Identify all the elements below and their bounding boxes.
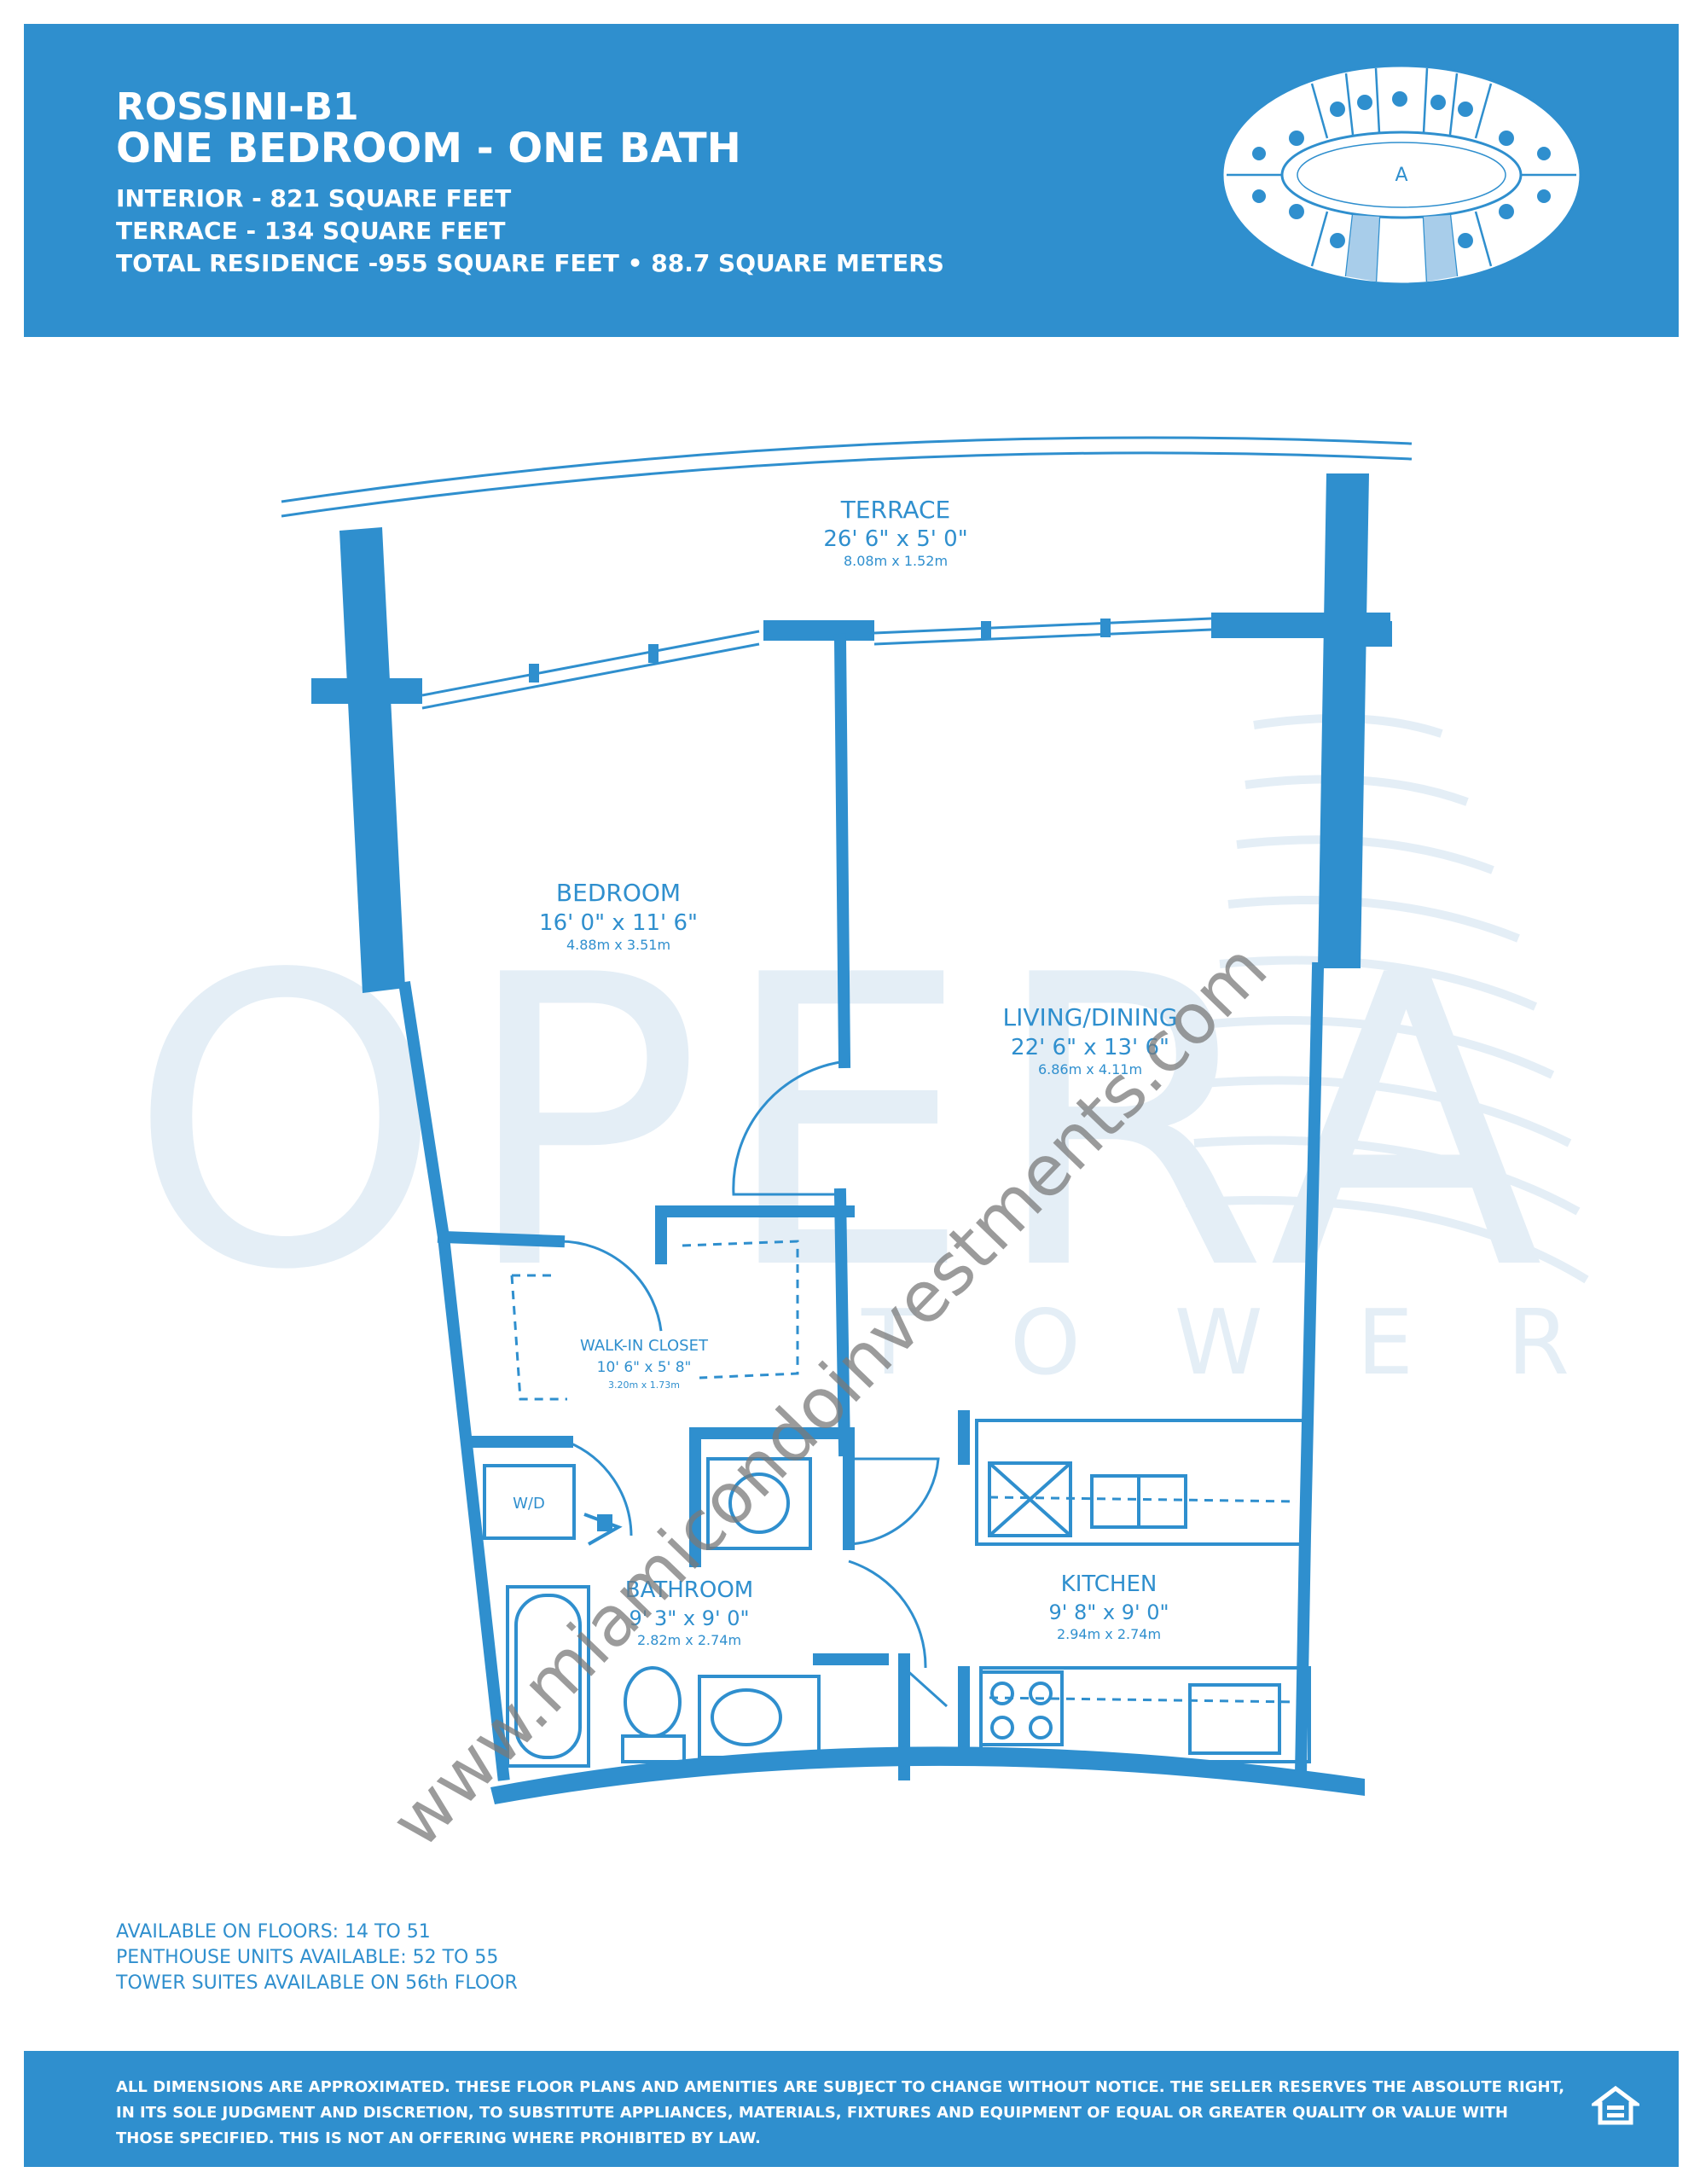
closet-dims: 10' 6" x 5' 8" (597, 1359, 692, 1376)
key-plan-label: A (1395, 165, 1407, 186)
equal-housing-icon (1592, 2085, 1639, 2125)
bedroom-dims: 16' 0" x 11' 6" (539, 910, 698, 936)
footer-band: ALL DIMENSIONS ARE APPROXIMATED. THESE F… (24, 2051, 1679, 2167)
terrace-dims: 26' 6" x 5' 0" (823, 526, 967, 552)
terrace-area: TERRACE - 134 SQUARE FEET (116, 217, 506, 245)
closet-label: WALK-IN CLOSET (580, 1337, 709, 1355)
interior-area: INTERIOR - 821 SQUARE FEET (116, 184, 512, 212)
key-plan: A (1221, 64, 1582, 286)
terrace-label: TERRACE (840, 496, 950, 524)
availability-penthouse: PENTHOUSE UNITS AVAILABLE: 52 TO 55 (116, 1947, 499, 1968)
availability-floors: AVAILABLE ON FLOORS: 14 TO 51 (116, 1921, 431, 1943)
header-band: ROSSINI-B1 ONE BEDROOM - ONE BATH INTERI… (24, 24, 1679, 337)
bedroom-metric: 4.88m x 3.51m (566, 937, 670, 953)
bathroom-label: BATHROOM (625, 1577, 753, 1603)
terrace-metric: 8.08m x 1.52m (844, 553, 948, 569)
bedroom-label: BEDROOM (556, 879, 681, 907)
living-metric: 6.86m x 4.11m (1038, 1061, 1142, 1077)
model-name: ROSSINI-B1 (116, 85, 359, 129)
bathroom-metric: 2.82m x 2.74m (637, 1632, 741, 1648)
watermark-sub: TOWER (861, 1291, 1663, 1395)
total-area: TOTAL RESIDENCE -955 SQUARE FEET • 88.7 … (116, 249, 944, 277)
disclaimer-text: ALL DIMENSIONS ARE APPROXIMATED. THESE F… (116, 2078, 1565, 2147)
availability-suites: TOWER SUITES AVAILABLE ON 56th FLOOR (116, 1972, 518, 1994)
bathroom-dims: 9' 3" x 9' 0" (629, 1606, 749, 1630)
unit-type: ONE BEDROOM - ONE BATH (116, 125, 741, 172)
living-label: LIVING/DINING (1002, 1003, 1177, 1031)
kitchen-metric: 2.94m x 2.74m (1057, 1626, 1161, 1642)
living-dims: 22' 6" x 13' 6" (1011, 1035, 1169, 1060)
washer-dryer-label: W/D (513, 1495, 545, 1513)
kitchen-label: KITCHEN (1061, 1571, 1158, 1597)
closet-metric: 3.20m x 1.73m (608, 1380, 680, 1391)
kitchen-dims: 9' 8" x 9' 0" (1048, 1600, 1169, 1624)
